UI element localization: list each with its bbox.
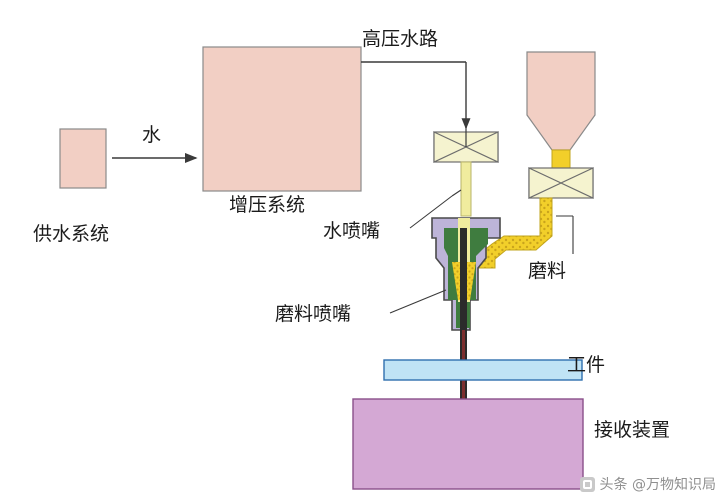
leader-water-nozzle-2	[451, 189, 462, 197]
leader-water-nozzle	[409, 195, 453, 229]
label-receiving-device: 接收装置	[594, 419, 671, 441]
abrasive-valve-bowtie	[528, 167, 594, 199]
water-supply-box	[59, 128, 107, 189]
label-water-supply: 供水系统	[33, 223, 110, 245]
label-abrasive: 磨料	[528, 260, 567, 282]
pressurizing-system-box	[202, 46, 362, 192]
watermark: 头条 @万物知识局	[579, 474, 716, 494]
leader-abrasive-nozzle	[389, 289, 447, 314]
watermark-text: 头条 @万物知识局	[599, 477, 716, 493]
label-workpiece: 工件	[567, 354, 606, 376]
watermark-icon	[579, 476, 595, 492]
receiving-device-box	[352, 398, 584, 490]
label-abrasive-nozzle: 磨料喷嘴	[275, 303, 352, 325]
abrasive-hopper	[526, 51, 596, 151]
water-column	[460, 161, 472, 217]
label-water-arrow: 水	[142, 124, 162, 146]
label-water-nozzle: 水喷嘴	[323, 220, 381, 242]
workpiece-plate	[383, 359, 583, 381]
label-high-pressure-waterway: 高压水路	[362, 28, 439, 50]
label-pressurizing-system: 增压系统	[229, 194, 306, 216]
hopper-outlet-tube	[551, 149, 571, 169]
